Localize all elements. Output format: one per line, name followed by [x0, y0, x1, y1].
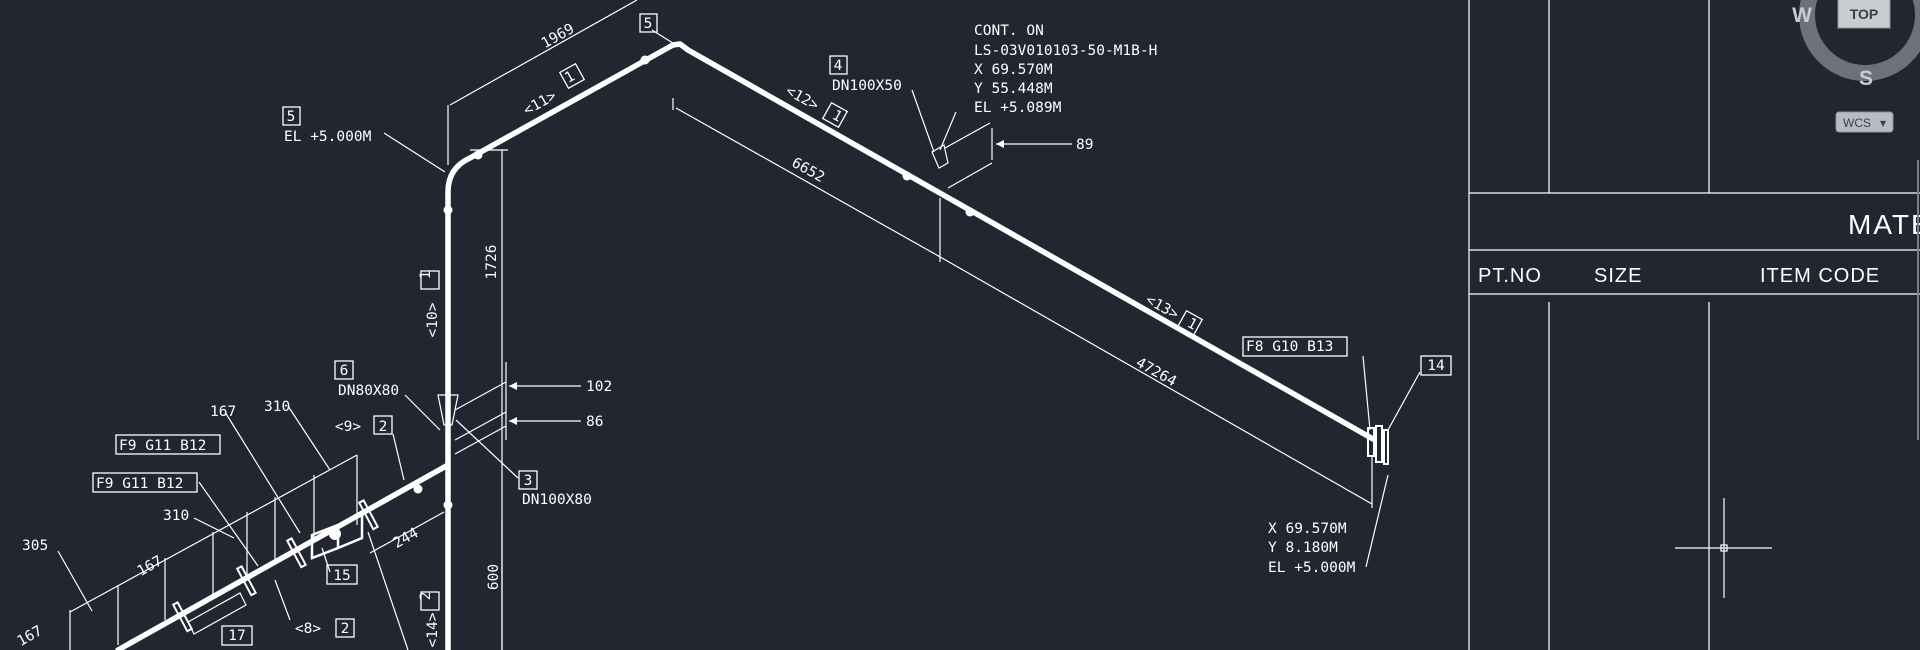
dim-102: 102: [586, 379, 612, 395]
dim-6652: 6652: [789, 155, 827, 186]
branch-spool: [187, 592, 247, 635]
end-x: X 69.570M: [1268, 521, 1347, 537]
reducer-dn80x80: [437, 394, 459, 426]
wcs-label[interactable]: WCS: [1843, 116, 1871, 130]
label-boxes: [92, 13, 1452, 646]
dn100x50: DN100X50: [832, 78, 902, 94]
tag-17: 17: [228, 628, 245, 644]
view-cube[interactable]: TOP W S WCS ▾: [1792, 0, 1920, 133]
tag-5-top: 5: [644, 16, 653, 32]
end-y: Y 8.180M: [1268, 540, 1338, 556]
pipe-branch-lower: [115, 462, 451, 650]
viewcube-west[interactable]: W: [1792, 4, 1812, 27]
el-5000-left: EL +5.000M: [284, 129, 372, 145]
reducer-dn100x50: [931, 144, 949, 169]
material-table-title: MATE: [1848, 209, 1920, 240]
segment-14: <14>: [425, 612, 441, 647]
end-flange: [1367, 427, 1375, 457]
weld-point: [902, 171, 912, 181]
weld-point: [413, 484, 423, 494]
weld-point: [473, 150, 483, 160]
dim-86: 86: [586, 414, 603, 430]
dim-310-b: 310: [163, 508, 189, 524]
segment-8: <8>: [295, 621, 321, 637]
column-item-code: ITEM CODE: [1760, 265, 1880, 287]
branch-flange: [285, 536, 308, 569]
fittings: [171, 144, 1389, 635]
tag-4: 4: [834, 58, 843, 74]
dn80x80: DN80X80: [338, 383, 399, 399]
cont-y: Y 55.448M: [974, 81, 1053, 97]
viewcube-south[interactable]: S: [1859, 67, 1873, 90]
weld-point: [443, 205, 453, 215]
dim-600: 600: [486, 564, 502, 590]
cont-ref: LS-03V010103-50-M1B-H: [974, 43, 1157, 59]
end-flange: [1383, 429, 1389, 465]
cont-on: CONT. ON: [974, 23, 1044, 39]
branch-flange: [357, 498, 380, 531]
segment-9: <9>: [335, 419, 361, 435]
wcs-menu-button[interactable]: [1835, 111, 1894, 133]
tag-14-right: 14: [1427, 358, 1445, 374]
cont-el: EL +5.089M: [974, 100, 1062, 116]
column-pt-no: PT.NO: [1478, 265, 1542, 287]
segment-10-box: 1: [418, 271, 434, 280]
material-table: MATE PT.NO SIZE ITEM CODE: [1468, 0, 1920, 650]
f8-label: F8 G10 B13: [1246, 339, 1333, 355]
viewcube-top-face[interactable]: [1837, 0, 1891, 29]
leader-lines: [57, 29, 1421, 650]
segment-9-box: 2: [379, 419, 388, 435]
pipe-vertical-upper: [445, 41, 1376, 650]
segment-10: <10>: [425, 302, 441, 337]
weld-point: [443, 500, 453, 510]
tag-5-left: 5: [287, 109, 296, 125]
branch-flange: [171, 600, 194, 633]
f9-label-1: F9 G11 B12: [119, 438, 206, 454]
drawing-labels: 5 1969 <11> 1 5 EL +5.000M 1726 <10> 1 4…: [15, 16, 1445, 650]
dim-305: 305: [22, 538, 48, 554]
cont-x: X 69.570M: [974, 62, 1053, 78]
valve-stem: [329, 528, 341, 540]
pipe-run: [115, 41, 1376, 650]
column-size: SIZE: [1594, 265, 1642, 287]
crosshair-cursor: [1675, 498, 1772, 598]
weld-point: [965, 207, 975, 217]
dim-167-b: 167: [135, 553, 166, 580]
tag-15: 15: [333, 568, 350, 584]
tag-6: 6: [340, 363, 349, 379]
valve-body: [310, 513, 364, 560]
dim-89: 89: [1076, 137, 1093, 153]
end-flange: [1375, 425, 1383, 463]
dim-47264: 47264: [1133, 355, 1179, 390]
dim-244: 244: [391, 525, 422, 552]
segment-8-box: 2: [341, 621, 350, 637]
branch-flange: [235, 564, 258, 597]
viewcube-top-label[interactable]: TOP: [1850, 6, 1879, 22]
end-el: EL +5.000M: [1268, 560, 1356, 576]
dn100x80: DN100X80: [522, 492, 592, 508]
dim-167-a: 167: [210, 404, 236, 420]
tag-3: 3: [524, 473, 533, 489]
weld-point: [640, 55, 650, 65]
dim-1726: 1726: [484, 245, 500, 280]
dim-310-a: 310: [264, 399, 290, 415]
dimension-lines: [69, 0, 1373, 650]
chevron-down-icon[interactable]: ▾: [1880, 116, 1886, 130]
segment-14-box: 2: [418, 592, 434, 601]
dim-167-c: 167: [15, 623, 46, 650]
f9-label-2: F9 G11 B12: [96, 476, 183, 492]
dim-1969: 1969: [539, 21, 577, 52]
viewcube-compass-ring[interactable]: [1799, 0, 1920, 81]
